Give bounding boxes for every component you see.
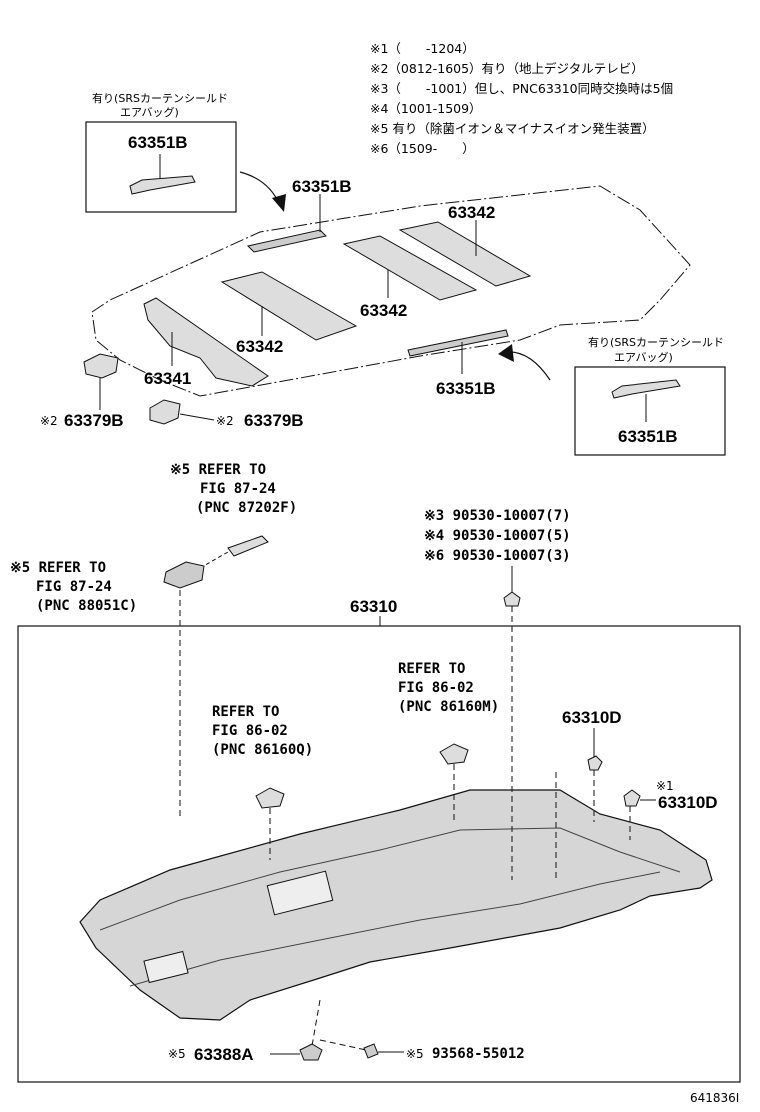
- ref-86160m: REFER TO FIG 86-02 (PNC 86160M): [398, 661, 499, 715]
- ref-86160m-line-1: REFER TO: [398, 661, 465, 677]
- mark-63379b-right: ※2: [216, 414, 234, 428]
- clip-63310d-a-part: [587, 755, 603, 771]
- module-88051c-part: [163, 561, 205, 589]
- note-3: ※3（ -1001）但し、PNC63310同時交換時は5個: [370, 81, 673, 96]
- roof-outline: [91, 185, 691, 397]
- inset-left: 有り(SRSカーテンシールド エアバッグ) 63351B: [85, 91, 237, 213]
- ref-87202f-line-1: ※5 REFER TO: [170, 462, 266, 478]
- ref-88051c-line-1: ※5 REFER TO: [10, 560, 106, 576]
- arrow-head: [498, 344, 514, 362]
- lamp-86160m-part: [439, 743, 469, 765]
- clip-63379b-right: [149, 399, 181, 425]
- notes-block: ※1（ -1204） ※2（0812-1605）有り（地上デジタルテレビ） ※3…: [370, 41, 673, 156]
- ref-88051c-line-3[interactable]: (PNC 88051C): [36, 598, 137, 614]
- inset-right: 有り(SRSカーテンシールド エアバッグ) 63351B: [574, 335, 726, 456]
- inset-right-caption-1: 有り(SRSカーテンシールド: [588, 335, 724, 349]
- arrow-head: [272, 194, 286, 212]
- airbag-strip-part: [129, 175, 196, 195]
- inset-left-caption-1: 有り(SRSカーテンシールド: [92, 91, 228, 105]
- label-63342-b[interactable]: 63342: [360, 301, 407, 320]
- assembly-lines: [179, 590, 631, 1051]
- clip-list: ※3 90530-10007(7) ※4 90530-10007(5) ※6 9…: [424, 508, 571, 564]
- note-1: ※1（ -1204）: [370, 41, 475, 56]
- label-63310d-b[interactable]: 63310D: [658, 793, 718, 812]
- clip-90530-part: [503, 591, 521, 607]
- ref-86160q-line-3[interactable]: (PNC 86160Q): [212, 742, 313, 758]
- strip-63351b-top: [247, 229, 327, 253]
- clip-line-3[interactable]: ※6 90530-10007(3): [424, 548, 571, 564]
- ref-88051c: ※5 REFER TO FIG 87-24 (PNC 88051C): [10, 560, 137, 614]
- note-5: ※5 有り（除菌イオン＆マイナスイオン発生装置）: [370, 121, 655, 136]
- ref-86160q: REFER TO FIG 86-02 (PNC 86160Q): [212, 704, 313, 758]
- lamp-86160q-part: [255, 787, 285, 809]
- note-6: ※6（1509- ）: [370, 141, 475, 156]
- clip-line-2[interactable]: ※4 90530-10007(5): [424, 528, 571, 544]
- inset-left-frame: [85, 121, 237, 213]
- clip-63388a-part: [299, 1043, 323, 1061]
- label-63351b-top[interactable]: 63351B: [292, 177, 352, 196]
- mark-63379b-left: ※2: [40, 414, 58, 428]
- clip-line-1[interactable]: ※3 90530-10007(7): [424, 508, 571, 524]
- inset-left-part[interactable]: 63351B: [128, 133, 188, 152]
- arrow-curve: [239, 171, 281, 207]
- mark-63310d-b: ※1: [656, 779, 674, 793]
- ref-86160q-line-1: REFER TO: [212, 704, 279, 720]
- label-63341[interactable]: 63341: [144, 369, 191, 388]
- inset-right-part[interactable]: 63351B: [618, 427, 678, 446]
- note-4: ※4（1001-1509）: [370, 101, 482, 116]
- console-opening: [143, 950, 189, 984]
- rod-87202f-part: [227, 535, 269, 557]
- strip-63351b-bottom: [407, 329, 509, 357]
- ref-87202f-line-2: FIG 87-24: [200, 481, 276, 497]
- headliner-contour: [129, 871, 661, 987]
- inset-left-caption-2: エアバッグ): [120, 105, 179, 119]
- pad-63341: [143, 297, 269, 387]
- pad-63342-a: [398, 221, 532, 287]
- ref-86160q-line-2: FIG 86-02: [212, 723, 288, 739]
- label-93568[interactable]: 93568-55012: [432, 1046, 525, 1062]
- note-2: ※2（0812-1605）有り（地上デジタルテレビ）: [370, 61, 644, 76]
- ref-86160m-line-3[interactable]: (PNC 86160M): [398, 699, 499, 715]
- ref-88051c-line-2: FIG 87-24: [36, 579, 112, 595]
- ref-87202f: ※5 REFER TO FIG 87-24 (PNC 87202F): [170, 462, 297, 516]
- dashed-leader: [199, 551, 229, 569]
- pad-63342-c: [220, 271, 358, 341]
- leader: [179, 413, 215, 421]
- inset-right-caption-2: エアバッグ): [614, 350, 673, 364]
- airbag-strip-part: [611, 379, 681, 399]
- label-63351b-bottom[interactable]: 63351B: [436, 379, 496, 398]
- screw-93568-part: [363, 1043, 379, 1059]
- mark-93568: ※5: [406, 1047, 424, 1061]
- figure-id: 641836I: [690, 1091, 739, 1105]
- ref-87202f-line-3[interactable]: (PNC 87202F): [196, 500, 297, 516]
- label-63342-c[interactable]: 63342: [236, 337, 283, 356]
- label-63388a[interactable]: 63388A: [194, 1045, 254, 1064]
- headliner-body: [79, 789, 713, 1021]
- clip-63379b-left: [83, 353, 119, 379]
- label-63310[interactable]: 63310: [350, 597, 397, 616]
- clip-63310d-b-part: [623, 789, 641, 807]
- headliner-contour: [99, 827, 681, 931]
- label-63379b-left[interactable]: 63379B: [64, 411, 124, 430]
- sunroof-opening: [266, 870, 334, 916]
- label-63310d-a[interactable]: 63310D: [562, 708, 622, 727]
- headliner-frame: [17, 625, 741, 1083]
- label-63342-a[interactable]: 63342: [448, 203, 495, 222]
- label-63379b-right[interactable]: 63379B: [244, 411, 304, 430]
- pad-63342-b: [342, 235, 478, 301]
- inset-right-frame: [574, 366, 726, 456]
- ref-86160m-line-2: FIG 86-02: [398, 680, 474, 696]
- mark-63388a: ※5: [168, 1047, 186, 1061]
